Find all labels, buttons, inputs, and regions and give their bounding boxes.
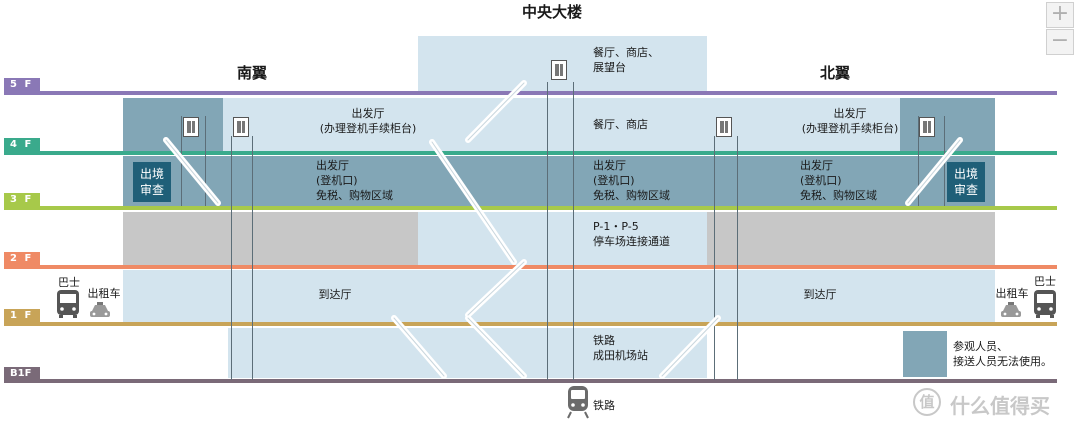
north-taxi-label: 出租车 bbox=[995, 287, 1029, 300]
watermark-text: 什么值得买 bbox=[950, 394, 1050, 418]
floor-line-1f bbox=[4, 322, 1057, 326]
south-4f-zone bbox=[223, 98, 418, 151]
north-3f-label: 出发厅 (登机口) 免税、购物区域 bbox=[800, 159, 877, 202]
floor-tag-2f: 2 F bbox=[4, 252, 40, 266]
south-taxi-label: 出租车 bbox=[87, 287, 121, 300]
elevator-icon bbox=[233, 117, 249, 137]
north-1f-label: 到达厅 bbox=[803, 288, 837, 301]
north-shaft-line-1 bbox=[714, 136, 715, 380]
north-bus-label: 巴士 bbox=[1034, 275, 1056, 288]
floor-tag-5f: 5 F bbox=[4, 78, 40, 92]
south-exit-control: 出境 审查 bbox=[133, 162, 171, 202]
north-wing-title: 北翼 bbox=[819, 64, 850, 82]
floor-tag-b1f: B1F bbox=[4, 367, 40, 381]
central-5f-label: 餐厅、商店、 展望台 bbox=[593, 46, 659, 74]
central-shaft-line-1 bbox=[547, 82, 548, 380]
floor-tag-3f: 3 F bbox=[4, 193, 40, 207]
railway-label: 铁路 bbox=[593, 399, 615, 412]
floor-line-5f bbox=[4, 91, 1057, 95]
floor-tag-1f: 1 F bbox=[4, 309, 40, 323]
north-4f-label: 出发厅 (办理登机手续柜台) bbox=[801, 107, 899, 135]
north-1f-zone bbox=[707, 270, 995, 322]
zoom-in-button[interactable]: + bbox=[1046, 2, 1074, 28]
north-shaft-line-3 bbox=[918, 116, 919, 206]
floor-line-4f bbox=[4, 151, 1057, 155]
central-3f-zone bbox=[418, 156, 707, 206]
south-bus-label: 巴士 bbox=[58, 276, 80, 289]
south-1f-zone bbox=[123, 270, 418, 322]
south-4f-restricted-zone bbox=[123, 98, 223, 151]
north-4f-zone bbox=[707, 98, 900, 151]
floor-line-b1f bbox=[4, 379, 1057, 383]
central-3f-label: 出发厅 (登机口) 免税、购物区域 bbox=[593, 159, 670, 202]
taxi-icon bbox=[1001, 302, 1021, 317]
elevator-icon bbox=[183, 117, 199, 137]
north-shaft-line-2 bbox=[737, 136, 738, 380]
central-2f-zone bbox=[418, 212, 707, 265]
legend-swatch bbox=[903, 331, 947, 377]
south-shaft-line-3 bbox=[231, 136, 232, 380]
south-shaft-line-2 bbox=[205, 116, 206, 206]
north-exit-control: 出境 审查 bbox=[947, 162, 985, 202]
central-shaft-line-2 bbox=[573, 82, 574, 380]
taxi-icon bbox=[90, 302, 110, 317]
south-wing-title: 南翼 bbox=[236, 64, 267, 82]
floor-line-3f bbox=[4, 206, 1057, 210]
central-4f-label: 餐厅、商店 bbox=[593, 118, 648, 131]
legend-text: 参观人员、 接送人员无法使用。 bbox=[953, 340, 1052, 368]
central-b1f-label: 铁路 成田机场站 bbox=[593, 334, 648, 362]
elevator-icon bbox=[551, 60, 567, 80]
watermark-logo-icon: 值 bbox=[913, 388, 941, 416]
zoom-out-button[interactable]: − bbox=[1046, 29, 1074, 55]
floor-tag-4f: 4 F bbox=[4, 138, 40, 152]
bus-icon bbox=[57, 290, 79, 318]
central-b1f-zone bbox=[418, 328, 707, 378]
north-2f-zone bbox=[707, 212, 995, 265]
south-4f-label: 出发厅 (办理登机手续柜台) bbox=[319, 107, 417, 135]
south-b1f-zone bbox=[228, 328, 418, 378]
south-3f-label: 出发厅 (登机口) 免税、购物区域 bbox=[316, 159, 393, 202]
central-2f-label: P-1・P-5 停车场连接通道 bbox=[593, 220, 670, 248]
bus-icon bbox=[1034, 290, 1056, 318]
elevator-icon bbox=[919, 117, 935, 137]
train-icon bbox=[567, 386, 589, 419]
floor-line-2f bbox=[4, 265, 1057, 269]
building-title: 中央大楼 bbox=[521, 3, 582, 21]
south-shaft-line-4 bbox=[252, 136, 253, 380]
south-3f-zone bbox=[123, 156, 418, 206]
elevator-icon bbox=[716, 117, 732, 137]
south-2f-zone bbox=[123, 212, 418, 265]
south-1f-label: 到达厅 bbox=[318, 288, 352, 301]
north-4f-restricted-zone bbox=[900, 98, 995, 151]
